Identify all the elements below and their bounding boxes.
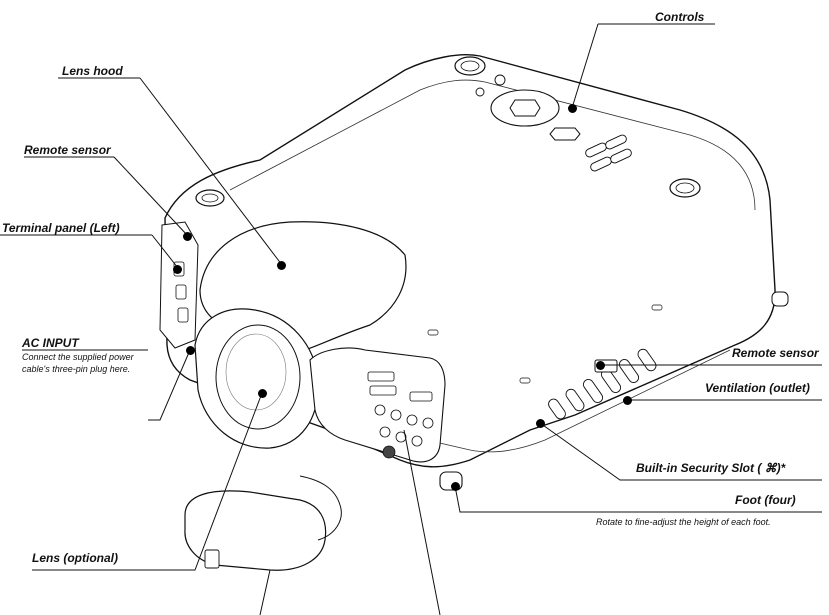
- callout-dot: [183, 232, 192, 241]
- vent-slots: [548, 348, 657, 420]
- leader-lines: [0, 23, 822, 615]
- label-terminal-panel-left: Terminal panel (Left): [2, 221, 120, 235]
- callout-dot: [596, 361, 605, 370]
- callout-dot: [451, 482, 460, 491]
- callout-dot: [277, 261, 286, 270]
- foot-desc: Rotate to fine-adjust the height of each…: [596, 517, 771, 527]
- label-lens-optional: Lens (optional): [32, 551, 118, 565]
- label-remote-sensor-right: Remote sensor: [732, 346, 819, 360]
- callout-dot: [623, 396, 632, 405]
- label-lens-hood: Lens hood: [62, 64, 123, 78]
- label-ac-input: AC INPUT: [22, 336, 79, 350]
- callout-dot: [568, 104, 577, 113]
- ac-input-desc-line2: cable's three-pin plug here.: [22, 364, 131, 374]
- label-ventilation-outlet: Ventilation (outlet): [705, 381, 810, 395]
- ac-input-desc-line1: Connect the supplied power: [22, 352, 134, 362]
- label-remote-sensor-top: Remote sensor: [24, 143, 111, 157]
- right-terminal-panel: [309, 347, 446, 463]
- lens-cap-strap: [299, 475, 342, 541]
- lower-edge: [339, 349, 731, 453]
- label-security-slot: Built-in Security Slot ( ⌘)*: [636, 461, 786, 475]
- callout-dot: [173, 265, 182, 274]
- callout-dot: [186, 346, 195, 355]
- label-controls: Controls: [655, 10, 705, 24]
- callout-dot: [536, 419, 545, 428]
- label-foot: Foot (four): [735, 493, 796, 507]
- top-surface-edge: [229, 79, 756, 211]
- callout-dot: [258, 389, 267, 398]
